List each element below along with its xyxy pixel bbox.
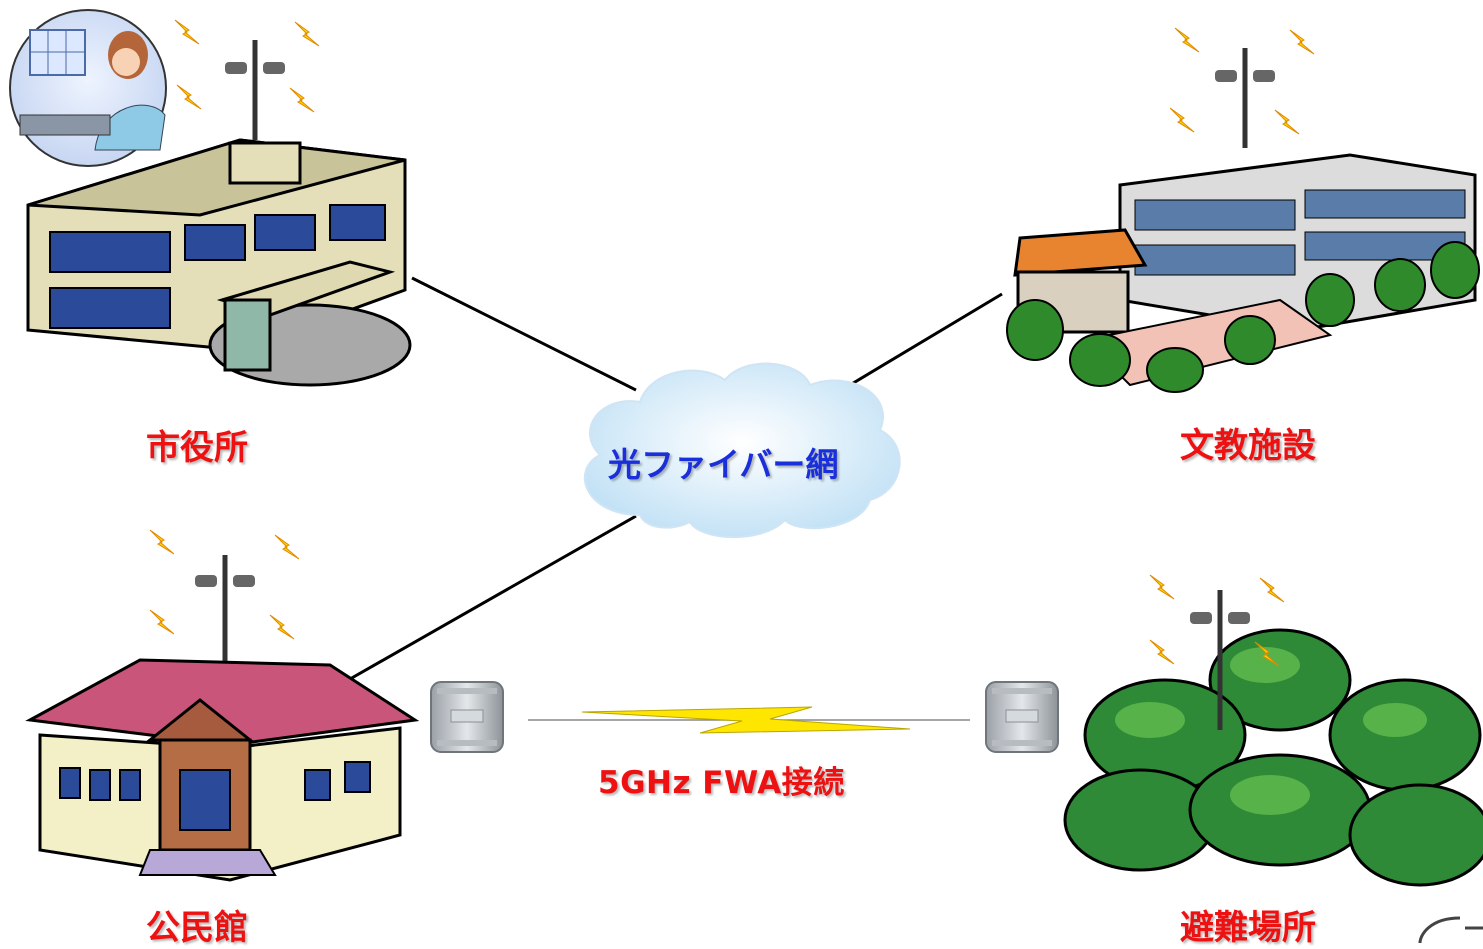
link-education-cloud bbox=[844, 292, 1003, 390]
education-facility-building-icon bbox=[1006, 153, 1480, 393]
label-shelter: 避難場所 bbox=[1180, 908, 1316, 948]
link-community-cloud bbox=[342, 514, 637, 685]
connection-lines bbox=[342, 276, 1003, 685]
antenna-camera-pole-icon bbox=[149, 529, 300, 665]
fwa-radio-left-icon bbox=[430, 681, 504, 753]
fwa-link bbox=[528, 706, 970, 734]
shelter-forest-icon bbox=[1063, 628, 1483, 887]
community-hall-building-icon bbox=[25, 658, 420, 882]
partial-logo-icon bbox=[1418, 916, 1483, 943]
fwa-radio-right-icon bbox=[985, 681, 1059, 753]
link-city-hall-cloud bbox=[411, 276, 637, 392]
label-education: 文教施設 bbox=[1180, 426, 1316, 466]
antenna-camera-pole-icon bbox=[174, 19, 320, 140]
label-fiber-network: 光ファイバー網 bbox=[608, 445, 839, 484]
operator-desk-icon bbox=[9, 9, 167, 167]
label-city-hall: 市役所 bbox=[146, 428, 248, 468]
label-fwa-link: 5GHz FWA接続 bbox=[598, 765, 845, 801]
label-community-hall: 公民館 bbox=[146, 908, 248, 948]
fiber-cloud bbox=[583, 362, 901, 539]
wireless-bolt-icon bbox=[581, 706, 911, 734]
antenna-camera-pole-icon bbox=[1149, 574, 1285, 730]
city-hall-building-icon bbox=[26, 138, 412, 387]
antenna-camera-pole-icon bbox=[1169, 27, 1315, 148]
